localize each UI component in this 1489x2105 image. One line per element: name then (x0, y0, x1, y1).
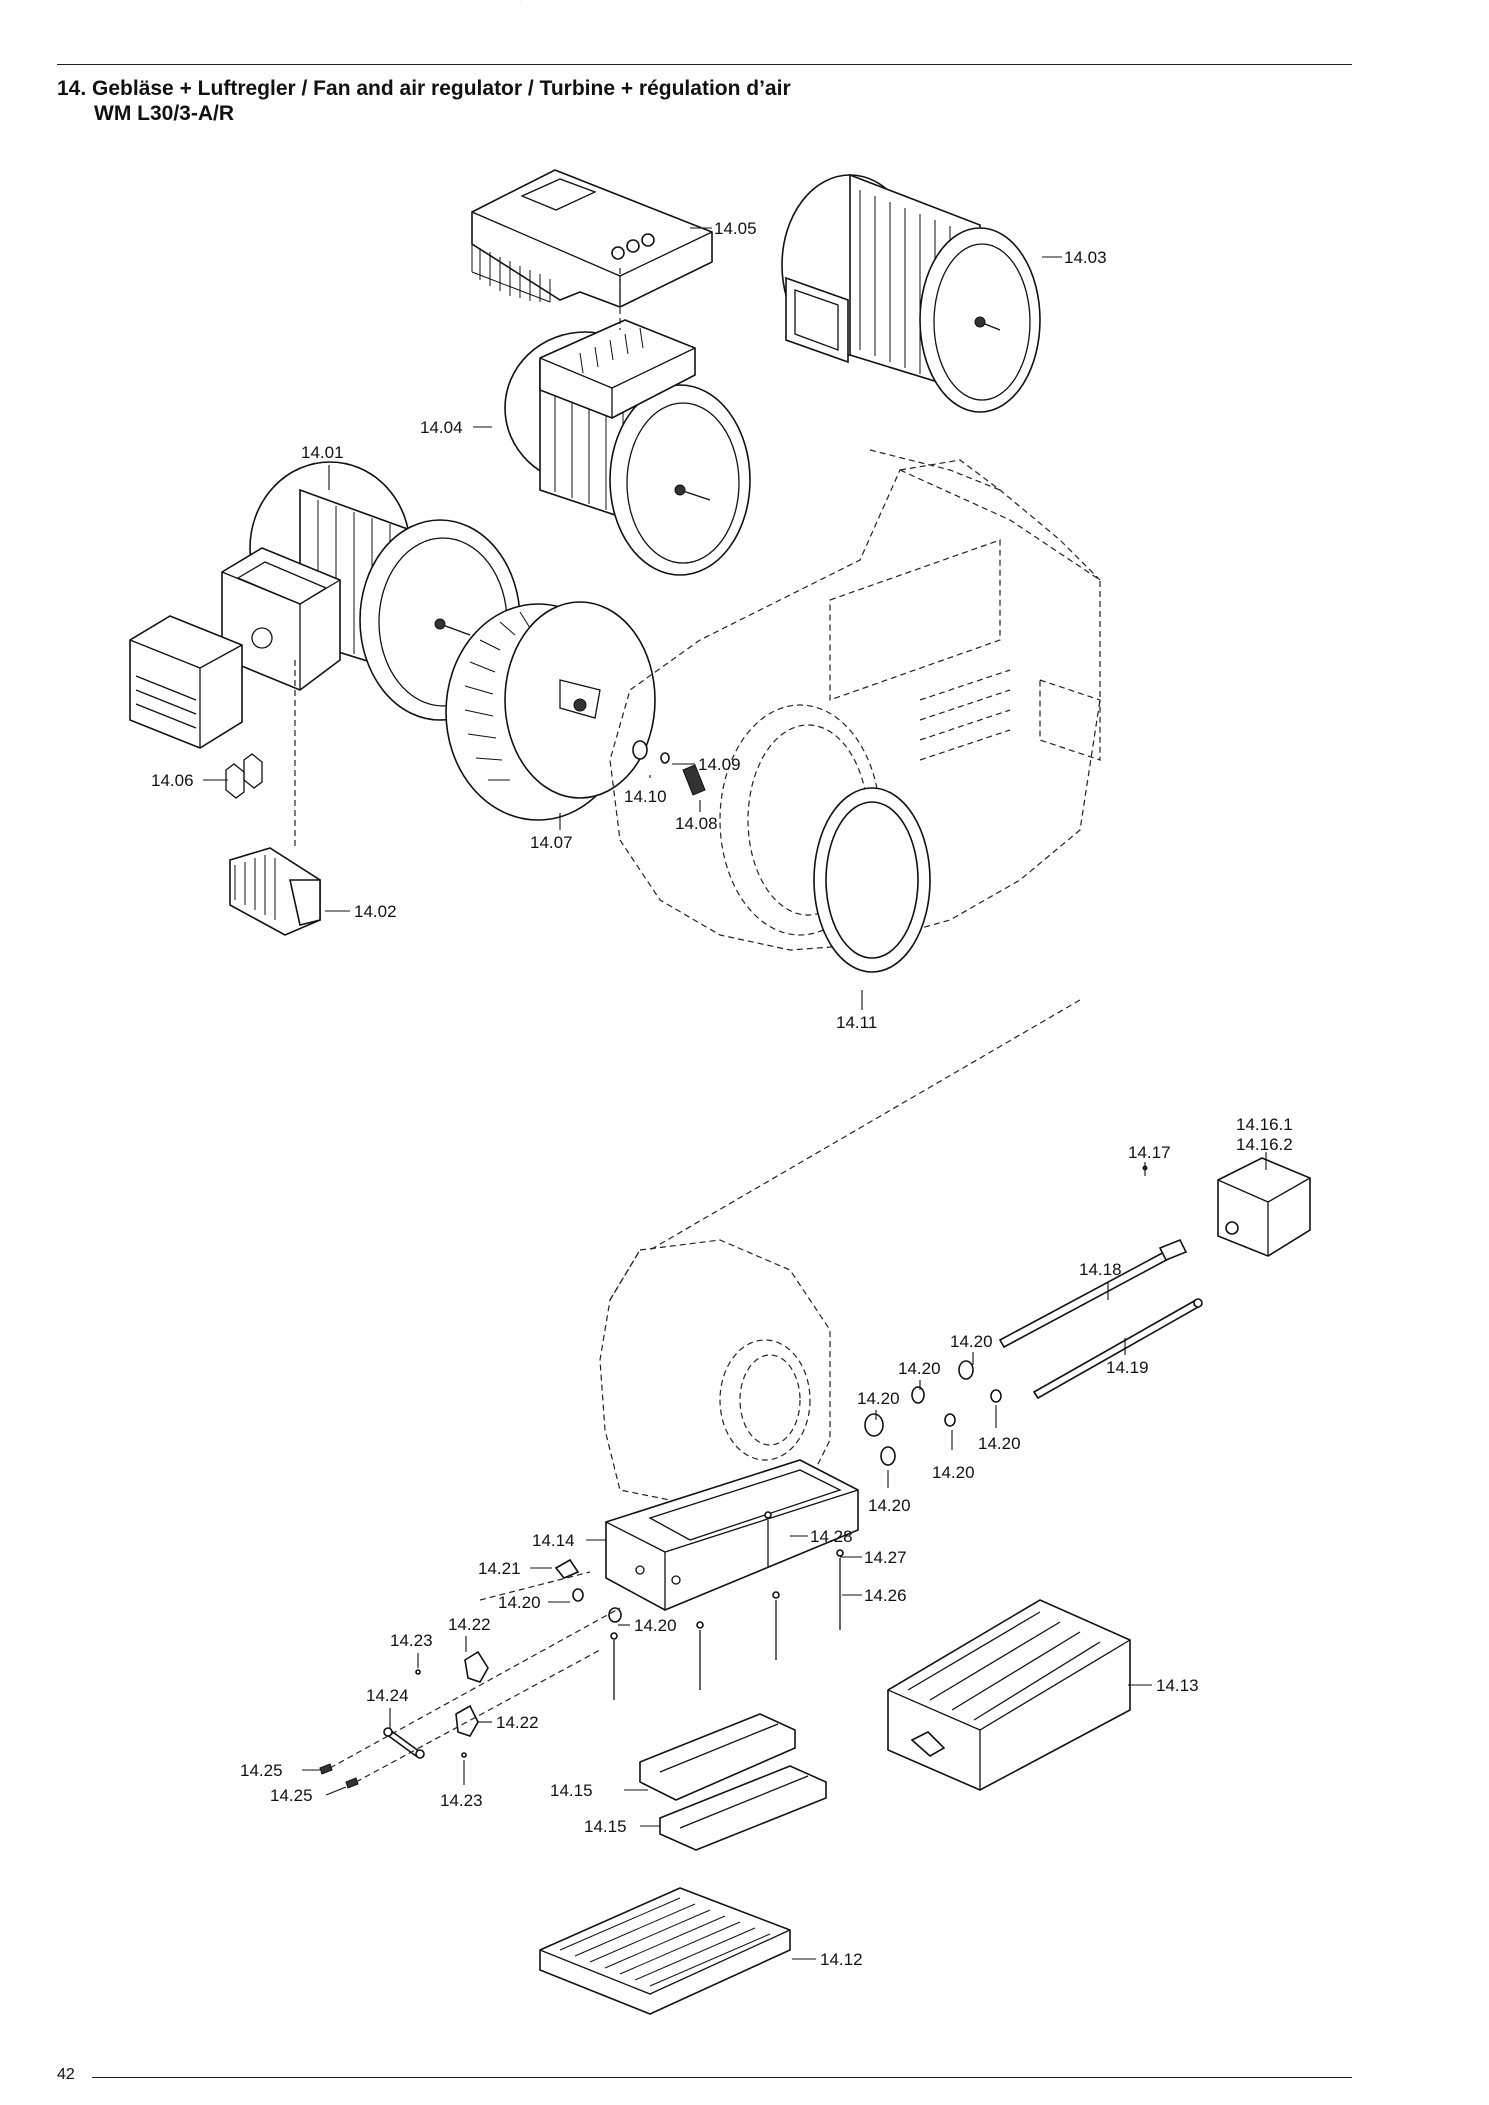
part-base-frame (605, 1459, 859, 1611)
part-levers (415, 1558, 580, 1758)
part-grille (539, 1887, 791, 2015)
section-title: 14. Gebläse + Luftregler / Fan and air r… (57, 77, 791, 100)
label-14-26: 14.26 (864, 1586, 907, 1605)
label-14-20-d: 14.20 (978, 1434, 1021, 1453)
label-14-28: 14.28 (810, 1527, 853, 1546)
label-14-18: 14.18 (1079, 1260, 1122, 1279)
part-mats (639, 1713, 827, 1851)
part-inlet-ring (813, 787, 931, 973)
label-14-16-2: 14.16.2 (1236, 1135, 1293, 1154)
label-14-20-g: 14.20 (498, 1593, 541, 1612)
part-fan-wheel (445, 601, 656, 821)
label-14-17: 14.17 (1128, 1143, 1171, 1162)
label-14-08: 14.08 (675, 814, 718, 833)
part-housing-lower (599, 1239, 831, 1511)
label-14-23-b: 14.23 (440, 1791, 483, 1810)
top-rule (57, 64, 1352, 65)
label-14-16-1: 14.16.1 (1236, 1115, 1293, 1134)
label-14-23-a: 14.23 (390, 1631, 433, 1650)
label-14-24: 14.24 (366, 1686, 409, 1705)
label-14-04: 14.04 (420, 418, 463, 437)
part-shafts (998, 1238, 1203, 1400)
part-motor-middle (504, 319, 751, 576)
part-tray (887, 1599, 1131, 1791)
label-14-20-c: 14.20 (857, 1389, 900, 1408)
model-subtitle: WM L30/3-A/R (94, 102, 235, 125)
label-14-15-a: 14.15 (550, 1781, 593, 1800)
part-bolts (610, 1511, 844, 1700)
label-14-27: 14.27 (864, 1548, 907, 1567)
label-14-20-e: 14.20 (932, 1463, 975, 1482)
label-14-25-b: 14.25 (270, 1786, 313, 1805)
label-14-09: 14.09 (698, 755, 741, 774)
part-washers (572, 1360, 1002, 1623)
part-actuator (1142, 1157, 1311, 1257)
label-14-20-a: 14.20 (950, 1332, 993, 1351)
label-14-14: 14.14 (532, 1531, 575, 1550)
label-14-10: 14.10 (624, 787, 667, 806)
label-14-25-a: 14.25 (240, 1761, 283, 1780)
label-14-02: 14.02 (354, 902, 397, 921)
bottom-rule (92, 2077, 1352, 2078)
label-14-21: 14.21 (478, 1559, 521, 1578)
label-14-15-b: 14.15 (584, 1817, 627, 1836)
label-14-20-b: 14.20 (898, 1359, 941, 1378)
label-14-19: 14.19 (1106, 1358, 1149, 1377)
label-14-22-b: 14.22 (496, 1713, 539, 1732)
part-contactor (229, 847, 321, 936)
label-14-03: 14.03 (1064, 248, 1107, 267)
label-14-06: 14.06 (151, 771, 194, 790)
part-control-cover (471, 169, 713, 308)
part-link-rod (319, 1571, 621, 1789)
part-terminal-cover (129, 615, 243, 749)
label-14-20-h: 14.20 (634, 1616, 677, 1635)
label-14-05: 14.05 (714, 219, 757, 238)
part-motor-upper (781, 173, 1041, 413)
label-14-12: 14.12 (820, 1950, 863, 1969)
label-14-22-a: 14.22 (448, 1615, 491, 1634)
leader-lines (203, 227, 1267, 1960)
label-14-07: 14.07 (530, 833, 573, 852)
part-terminal-box (221, 547, 341, 691)
label-14-13: 14.13 (1156, 1676, 1199, 1695)
label-14-11: 14.11 (836, 1013, 877, 1032)
part-small-fasteners (225, 740, 706, 799)
label-14-01: 14.01 (301, 443, 344, 462)
label-14-20-f: 14.20 (868, 1496, 911, 1515)
page-number: 42 (57, 2066, 75, 2083)
